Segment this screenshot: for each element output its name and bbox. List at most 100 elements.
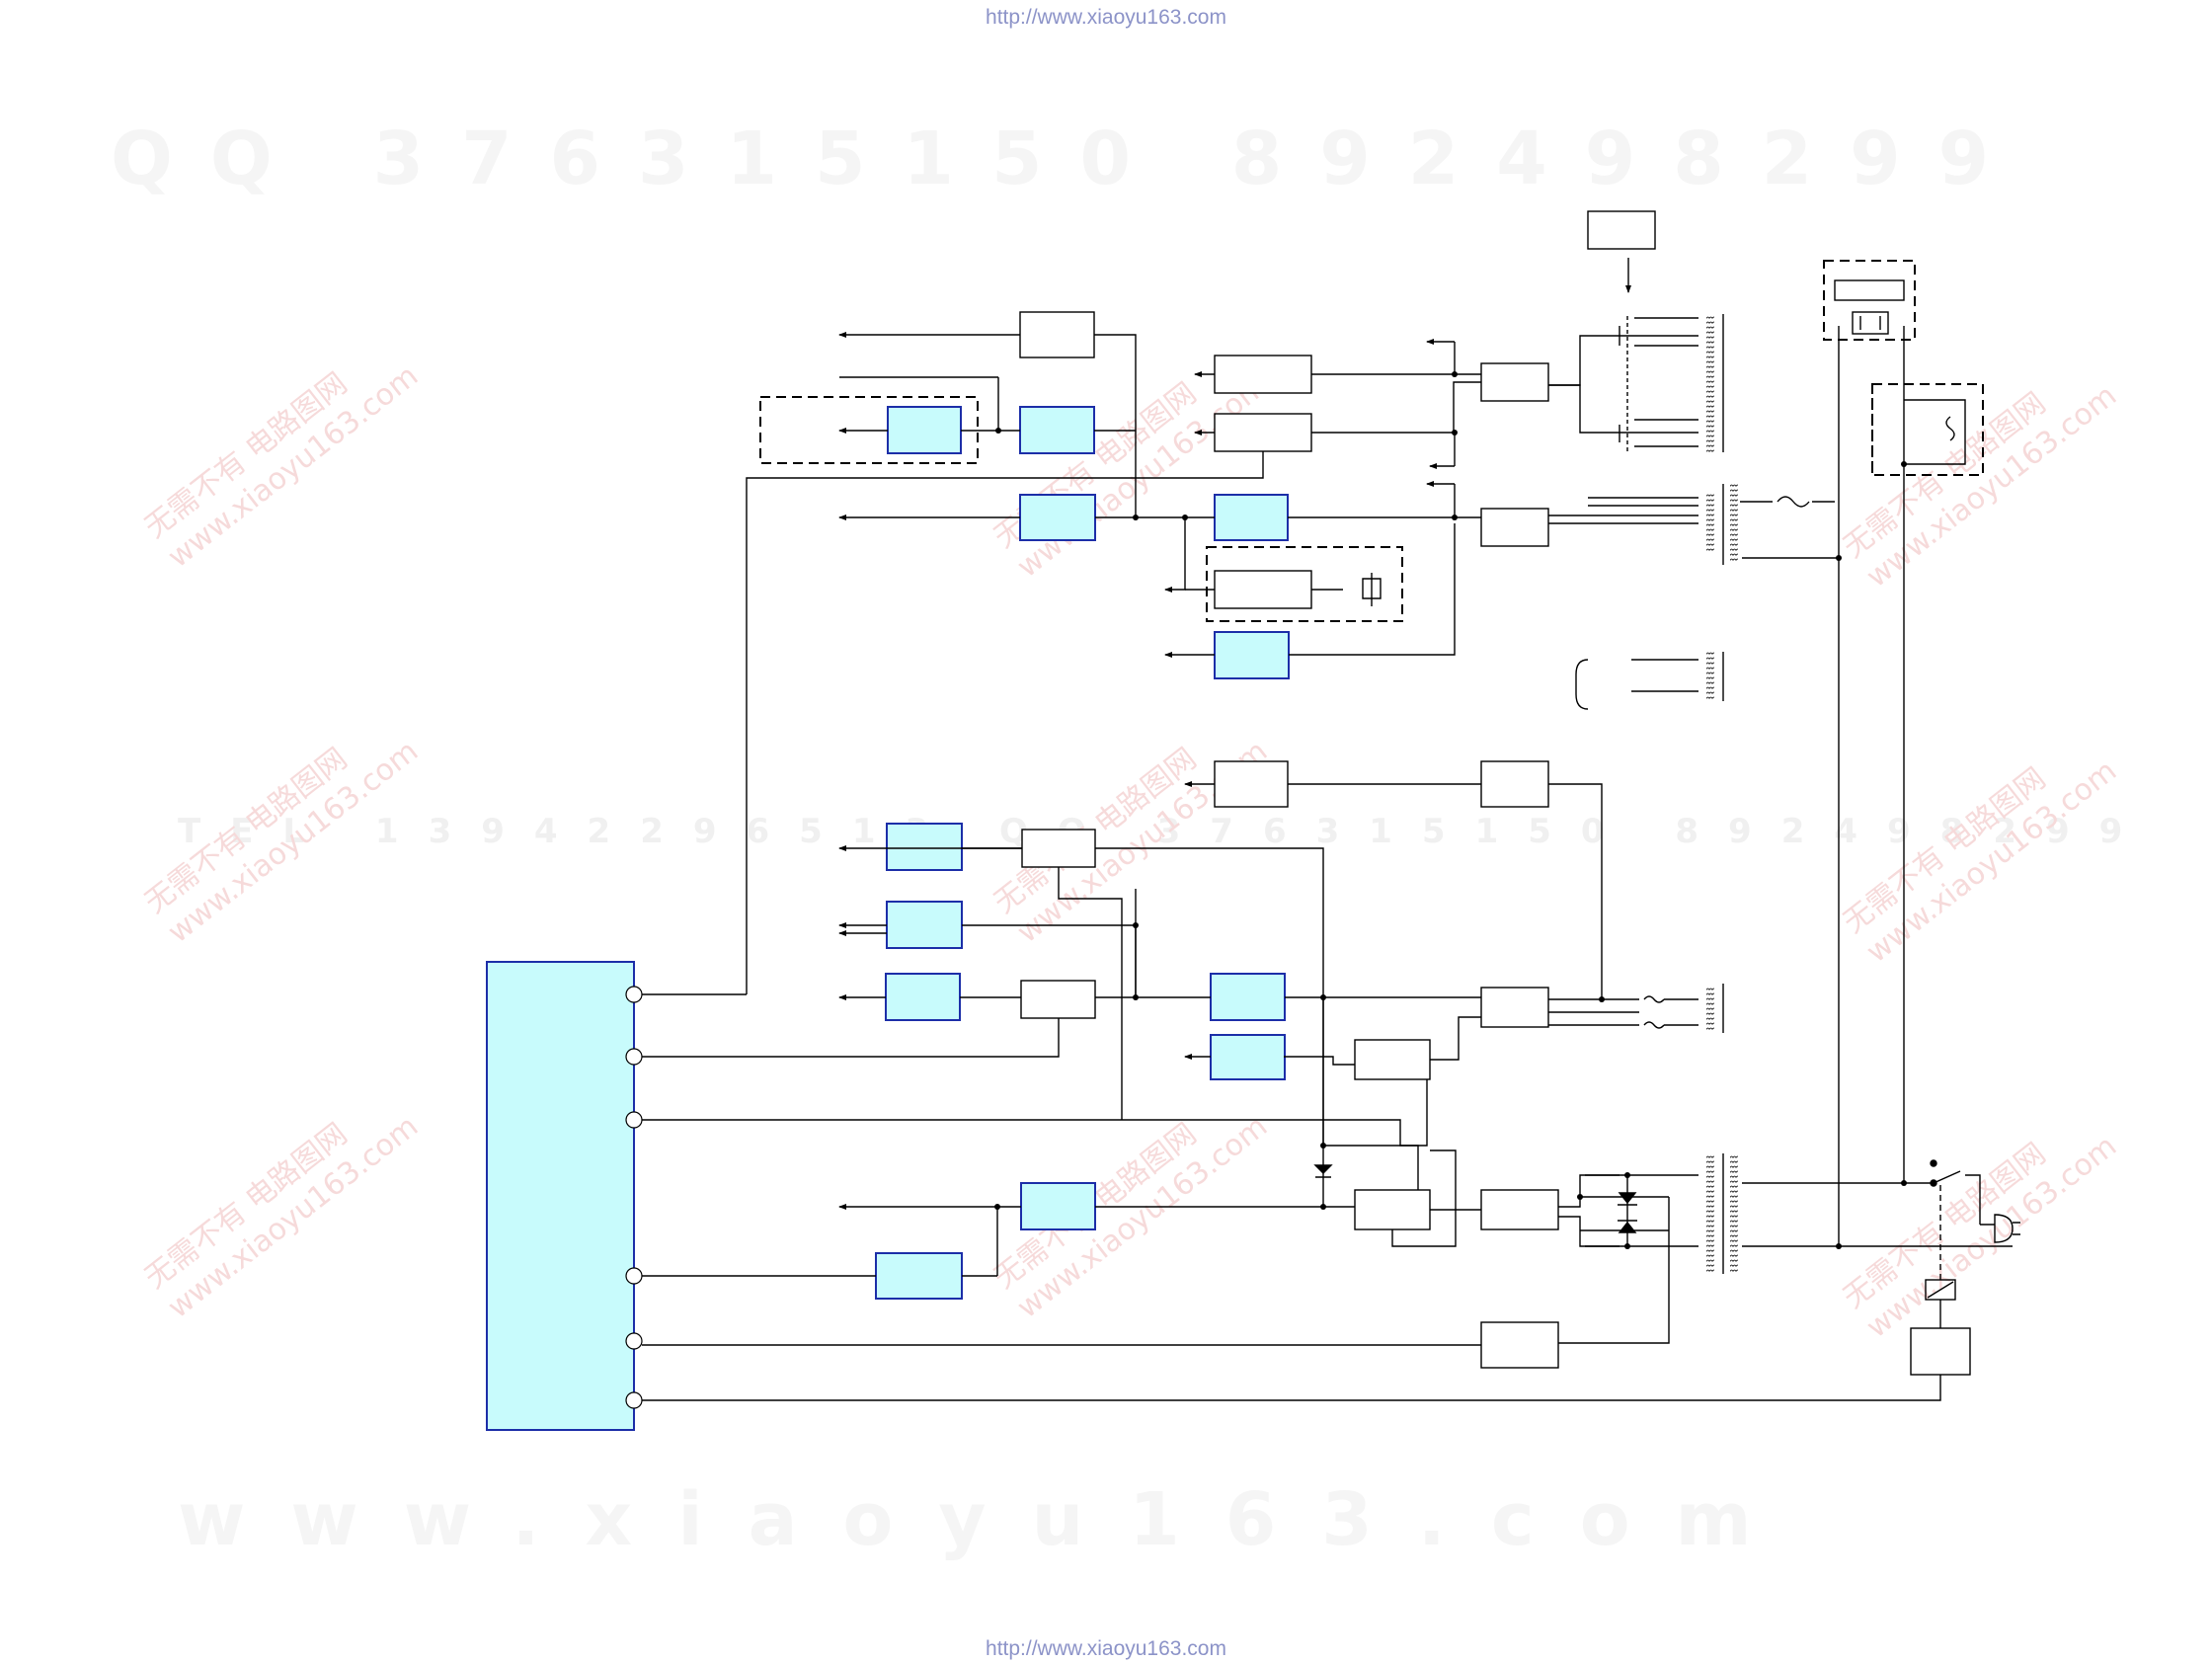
wire: [1094, 334, 1137, 520]
wire: [642, 1079, 1428, 1147]
highlighted-block: [885, 973, 961, 1021]
wire: [1558, 1174, 1620, 1247]
power-switch: [1916, 1170, 1981, 1225]
highlighted-block: [1019, 406, 1095, 454]
wire: [1631, 659, 1698, 692]
plain-block: [1480, 760, 1549, 808]
power-switch: [1930, 1179, 1937, 1187]
highlighted-block: [1210, 1034, 1286, 1080]
wire: [1742, 501, 1835, 559]
plain-block: [1214, 413, 1312, 452]
wire: [1585, 1174, 1698, 1247]
plain-block: [1354, 1189, 1431, 1230]
wire: [1289, 523, 1456, 656]
wire: [1322, 997, 1419, 1190]
transformer-winding: [1706, 986, 1714, 1031]
wire: [1548, 384, 1620, 434]
wire: [839, 376, 999, 431]
watermark-qq: QQ 376315150 892498299: [111, 117, 2027, 201]
plain-block: [1480, 508, 1549, 547]
wire: [1742, 1182, 2013, 1247]
wire: [1575, 659, 1589, 710]
pin: [625, 986, 643, 1003]
wire: [1548, 783, 1603, 999]
wire: [1558, 1197, 1670, 1344]
plain-block: [1214, 760, 1289, 808]
transformer-winding: [1730, 1155, 1738, 1272]
highlighted-block: [1210, 973, 1286, 1021]
plain-block: [1480, 1189, 1559, 1230]
wire: [1945, 416, 1955, 441]
wire: [1664, 998, 1698, 1026]
plain-block: [1587, 210, 1656, 250]
wire: [1362, 578, 1382, 599]
wire: [1164, 517, 1186, 593]
fuse: [1777, 496, 1810, 508]
plain-block: [1021, 829, 1096, 868]
plain-block: [1480, 1321, 1559, 1369]
plain-block: [1834, 279, 1905, 301]
wire: [1620, 335, 1698, 434]
highlighted-block: [1020, 1182, 1096, 1230]
highlighted-block: [1214, 631, 1290, 679]
wire: [962, 1207, 998, 1277]
fuse-holder: [1852, 311, 1889, 335]
wire: [1391, 1149, 1457, 1247]
plain-block: [1214, 355, 1312, 394]
plain-block: [1480, 362, 1549, 402]
pin: [625, 1391, 643, 1409]
plain-block: [1020, 980, 1096, 1019]
highlighted-block: [1019, 494, 1096, 541]
diode: [1618, 1192, 1637, 1206]
highlighted-block: [1214, 494, 1289, 541]
bridge-rectifier: [1580, 1175, 1669, 1246]
power-switch: [1930, 1159, 1937, 1167]
wire: [1904, 399, 1966, 465]
transformer-winding: [1706, 1155, 1714, 1272]
wire: [642, 1375, 1941, 1401]
dashed-group: [1823, 260, 1916, 341]
wire: [1058, 867, 1123, 1120]
plain-block: [1354, 1039, 1431, 1080]
pin: [625, 1267, 643, 1285]
wire: [1284, 1056, 1355, 1066]
watermark-url-top: http://www.xiaoyu163.com: [986, 6, 1226, 29]
wire: [642, 1018, 1060, 1058]
pin: [625, 1111, 643, 1129]
plain-block: [1480, 987, 1549, 1028]
highlighted-block: [886, 901, 963, 949]
transformer-winding: [1730, 482, 1738, 561]
plain-block: [1019, 311, 1095, 358]
diode: [1618, 1220, 1637, 1233]
wire: [1548, 998, 1639, 1026]
highlighted-block: [887, 406, 962, 454]
dashed-group: [1206, 546, 1403, 622]
junction-dots: [994, 371, 1907, 1249]
fuse-holder: [1859, 316, 1881, 330]
wire: [1288, 484, 1481, 518]
main-controller-block: [486, 961, 635, 1431]
wire: [1311, 381, 1481, 434]
wire: [1740, 501, 1839, 559]
transformer-winding: [1706, 652, 1714, 701]
plain-block: [1910, 1327, 1971, 1376]
pin: [625, 1332, 643, 1350]
wire: [1548, 335, 1620, 386]
pin: [625, 1048, 643, 1066]
ac-plug: [1980, 1214, 2020, 1243]
wire: [1322, 1146, 1355, 1208]
watermark-site: www.xiaoyu163.com: [178, 1477, 1797, 1562]
plain-block: [1214, 570, 1312, 609]
relay-coil: [1927, 1281, 1954, 1299]
highlighted-block: [886, 823, 963, 871]
transformer-winding: [1706, 494, 1714, 551]
wire: [746, 451, 1264, 994]
wire: [1643, 995, 1665, 1029]
watermark-tel: TEL 13942296513 QQ 376315150 892498299: [178, 812, 2153, 851]
transformer-winding: [1706, 314, 1714, 452]
wire: [1634, 317, 1698, 447]
highlighted-block: [875, 1252, 963, 1300]
dashed-group: [1871, 383, 1984, 476]
wire: [1588, 497, 1698, 507]
